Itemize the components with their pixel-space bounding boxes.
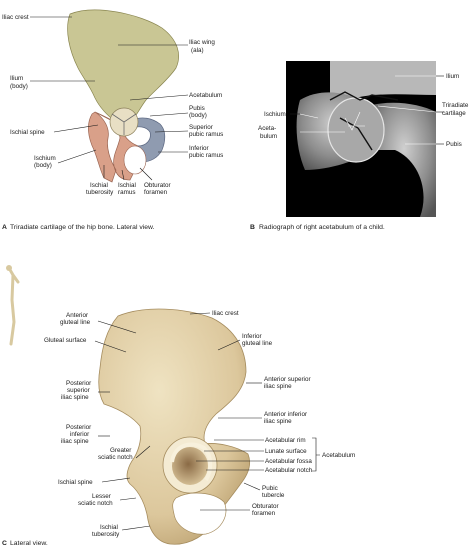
label-c-acetabular-rim: Acetabular rim bbox=[265, 437, 306, 444]
label-iliac-wing-2: (ala) bbox=[191, 47, 204, 54]
panel-a-illustration bbox=[67, 9, 179, 183]
panel-c-skeleton-icon bbox=[6, 265, 20, 346]
label-c-acetabular-fossa: Acetabular fossa bbox=[265, 458, 312, 465]
label-c-greater-sciatic-2: sciatic notch bbox=[98, 454, 133, 461]
label-ischium-2: (body) bbox=[34, 162, 52, 169]
label-c-ischial-tub-1: Ischial bbox=[100, 524, 118, 531]
label-ischial-spine: Ischial spine bbox=[10, 129, 45, 136]
label-ischial-ramus-1: Ischial bbox=[118, 182, 136, 189]
panel-a-caption: Triradiate cartilage of the hip bone. La… bbox=[10, 224, 155, 231]
label-c-acetabulum: Acetabulum bbox=[322, 452, 355, 459]
label-iliac-crest: Iliac crest bbox=[2, 14, 29, 21]
radiograph-ilium bbox=[330, 61, 436, 100]
label-ilium-2: (body) bbox=[10, 83, 28, 90]
label-c-acetabular-notch: Acetabular notch bbox=[265, 467, 313, 474]
panel-c-illustration bbox=[98, 308, 250, 545]
panel-b-radiograph bbox=[286, 61, 436, 217]
radiograph-lines bbox=[344, 111, 365, 131]
label-pubis-1: Pubis bbox=[189, 105, 205, 112]
label-c-gluteal-surface: Gluteal surface bbox=[44, 337, 87, 344]
label-c-psis-3: iliac spine bbox=[61, 394, 89, 401]
panel-c-caption: Lateral view. bbox=[10, 540, 48, 547]
label-obturator-1: Obturator bbox=[144, 182, 171, 189]
label-c-inf-gluteal-2: gluteal line bbox=[242, 340, 273, 347]
ilium-shape bbox=[67, 9, 179, 123]
label-acetabulum: Acetabulum bbox=[189, 92, 222, 99]
label-b-triradiate-1: Triradiate bbox=[442, 102, 469, 109]
label-ilium-1: Ilium bbox=[10, 75, 23, 82]
label-iliac-wing-1: Iliac wing bbox=[189, 39, 215, 46]
label-inf-pubic-2: pubic ramus bbox=[189, 152, 223, 159]
label-obturator-2: foramen bbox=[144, 189, 168, 196]
panel-a-labels: Iliac crest Iliac wing (ala) Ilium (body… bbox=[2, 14, 223, 196]
label-b-ischium: Ischium bbox=[264, 111, 286, 118]
label-c-inf-gluteal-1: Inferior bbox=[242, 333, 262, 340]
obturator-foramen-c-shape bbox=[172, 492, 227, 535]
label-b-triradiate-2: cartilage bbox=[442, 110, 466, 117]
label-sup-pubic-1: Superior bbox=[189, 124, 213, 131]
label-ischium-1: Ischium bbox=[34, 155, 56, 162]
label-c-aiis-1: Anterior inferior bbox=[264, 411, 307, 418]
label-b-ilium: Ilium bbox=[446, 73, 459, 80]
label-c-lunate-surface: Lunate surface bbox=[265, 448, 307, 455]
panel-b-letter: B bbox=[250, 224, 255, 231]
label-c-iliac-crest: Iliac crest bbox=[212, 310, 239, 317]
label-c-piis-1: Posterior bbox=[66, 424, 91, 431]
label-c-asis-2: iliac spine bbox=[264, 383, 292, 390]
label-c-psis-2: superior bbox=[67, 387, 90, 394]
label-c-ischial-spine: Ischial spine bbox=[58, 479, 93, 486]
panel-c-leaders bbox=[94, 312, 320, 531]
label-c-ant-gluteal-1: Anterior bbox=[66, 312, 88, 319]
label-ischial-tub-1: Ischial bbox=[90, 182, 108, 189]
panel-c-labels: Iliac crest Anterior gluteal line Inferi… bbox=[44, 310, 355, 538]
label-c-psis-1: Posterior bbox=[66, 380, 91, 387]
label-c-obturator-1: Obturator bbox=[252, 503, 279, 510]
label-c-asis-1: Anterior superior bbox=[264, 376, 311, 383]
label-c-piis-3: iliac spine bbox=[61, 438, 89, 445]
panel-b-caption: Radiograph of right acetabulum of a chil… bbox=[259, 224, 385, 231]
panel-c-letter: C bbox=[2, 540, 7, 547]
label-pubis-2: (body) bbox=[189, 112, 207, 119]
label-c-obturator-2: foramen bbox=[252, 510, 276, 517]
label-c-lesser-sciatic-2: sciatic notch bbox=[78, 500, 113, 507]
label-c-greater-sciatic-1: Greater bbox=[110, 447, 131, 454]
label-sup-pubic-2: pubic ramus bbox=[189, 131, 223, 138]
label-c-aiis-2: iliac spine bbox=[264, 418, 292, 425]
label-b-pubis: Pubis bbox=[446, 141, 462, 148]
radiograph-pubis bbox=[372, 102, 436, 217]
label-b-acetabulum-2: bulum bbox=[260, 133, 277, 140]
label-c-lesser-sciatic-1: Lesser bbox=[92, 493, 111, 500]
panel-b-labels: Ilium Ischium Triradiate cartilage Aceta… bbox=[258, 73, 469, 148]
label-ischial-tub-2: tuberosity bbox=[86, 189, 114, 196]
radiograph-obturator bbox=[305, 166, 415, 217]
lunate-surface-shape bbox=[170, 442, 213, 482]
radiograph-acetabulum bbox=[327, 97, 385, 163]
panel-a-letter: A bbox=[2, 224, 7, 231]
label-ischial-ramus-2: ramus bbox=[118, 189, 136, 196]
label-c-ischial-tub-2: tuberosity bbox=[92, 531, 120, 538]
panel-a-leaders bbox=[30, 16, 189, 181]
radiograph-triradiate bbox=[329, 91, 399, 151]
triradiate-lines bbox=[111, 113, 137, 135]
label-c-pubic-tubercle-2: tubercle bbox=[262, 492, 285, 499]
label-inf-pubic-1: Inferior bbox=[189, 145, 209, 152]
label-c-ant-gluteal-2: gluteal line bbox=[60, 319, 91, 326]
label-c-piis-2: inferior bbox=[70, 431, 89, 438]
acetabular-fossa-shape bbox=[172, 447, 208, 485]
label-b-acetabulum-1: Aceta- bbox=[258, 125, 276, 132]
label-c-pubic-tubercle-1: Pubic bbox=[262, 485, 278, 492]
obturator-foramen-shape bbox=[123, 145, 147, 175]
panel-b-leaders bbox=[290, 75, 444, 145]
